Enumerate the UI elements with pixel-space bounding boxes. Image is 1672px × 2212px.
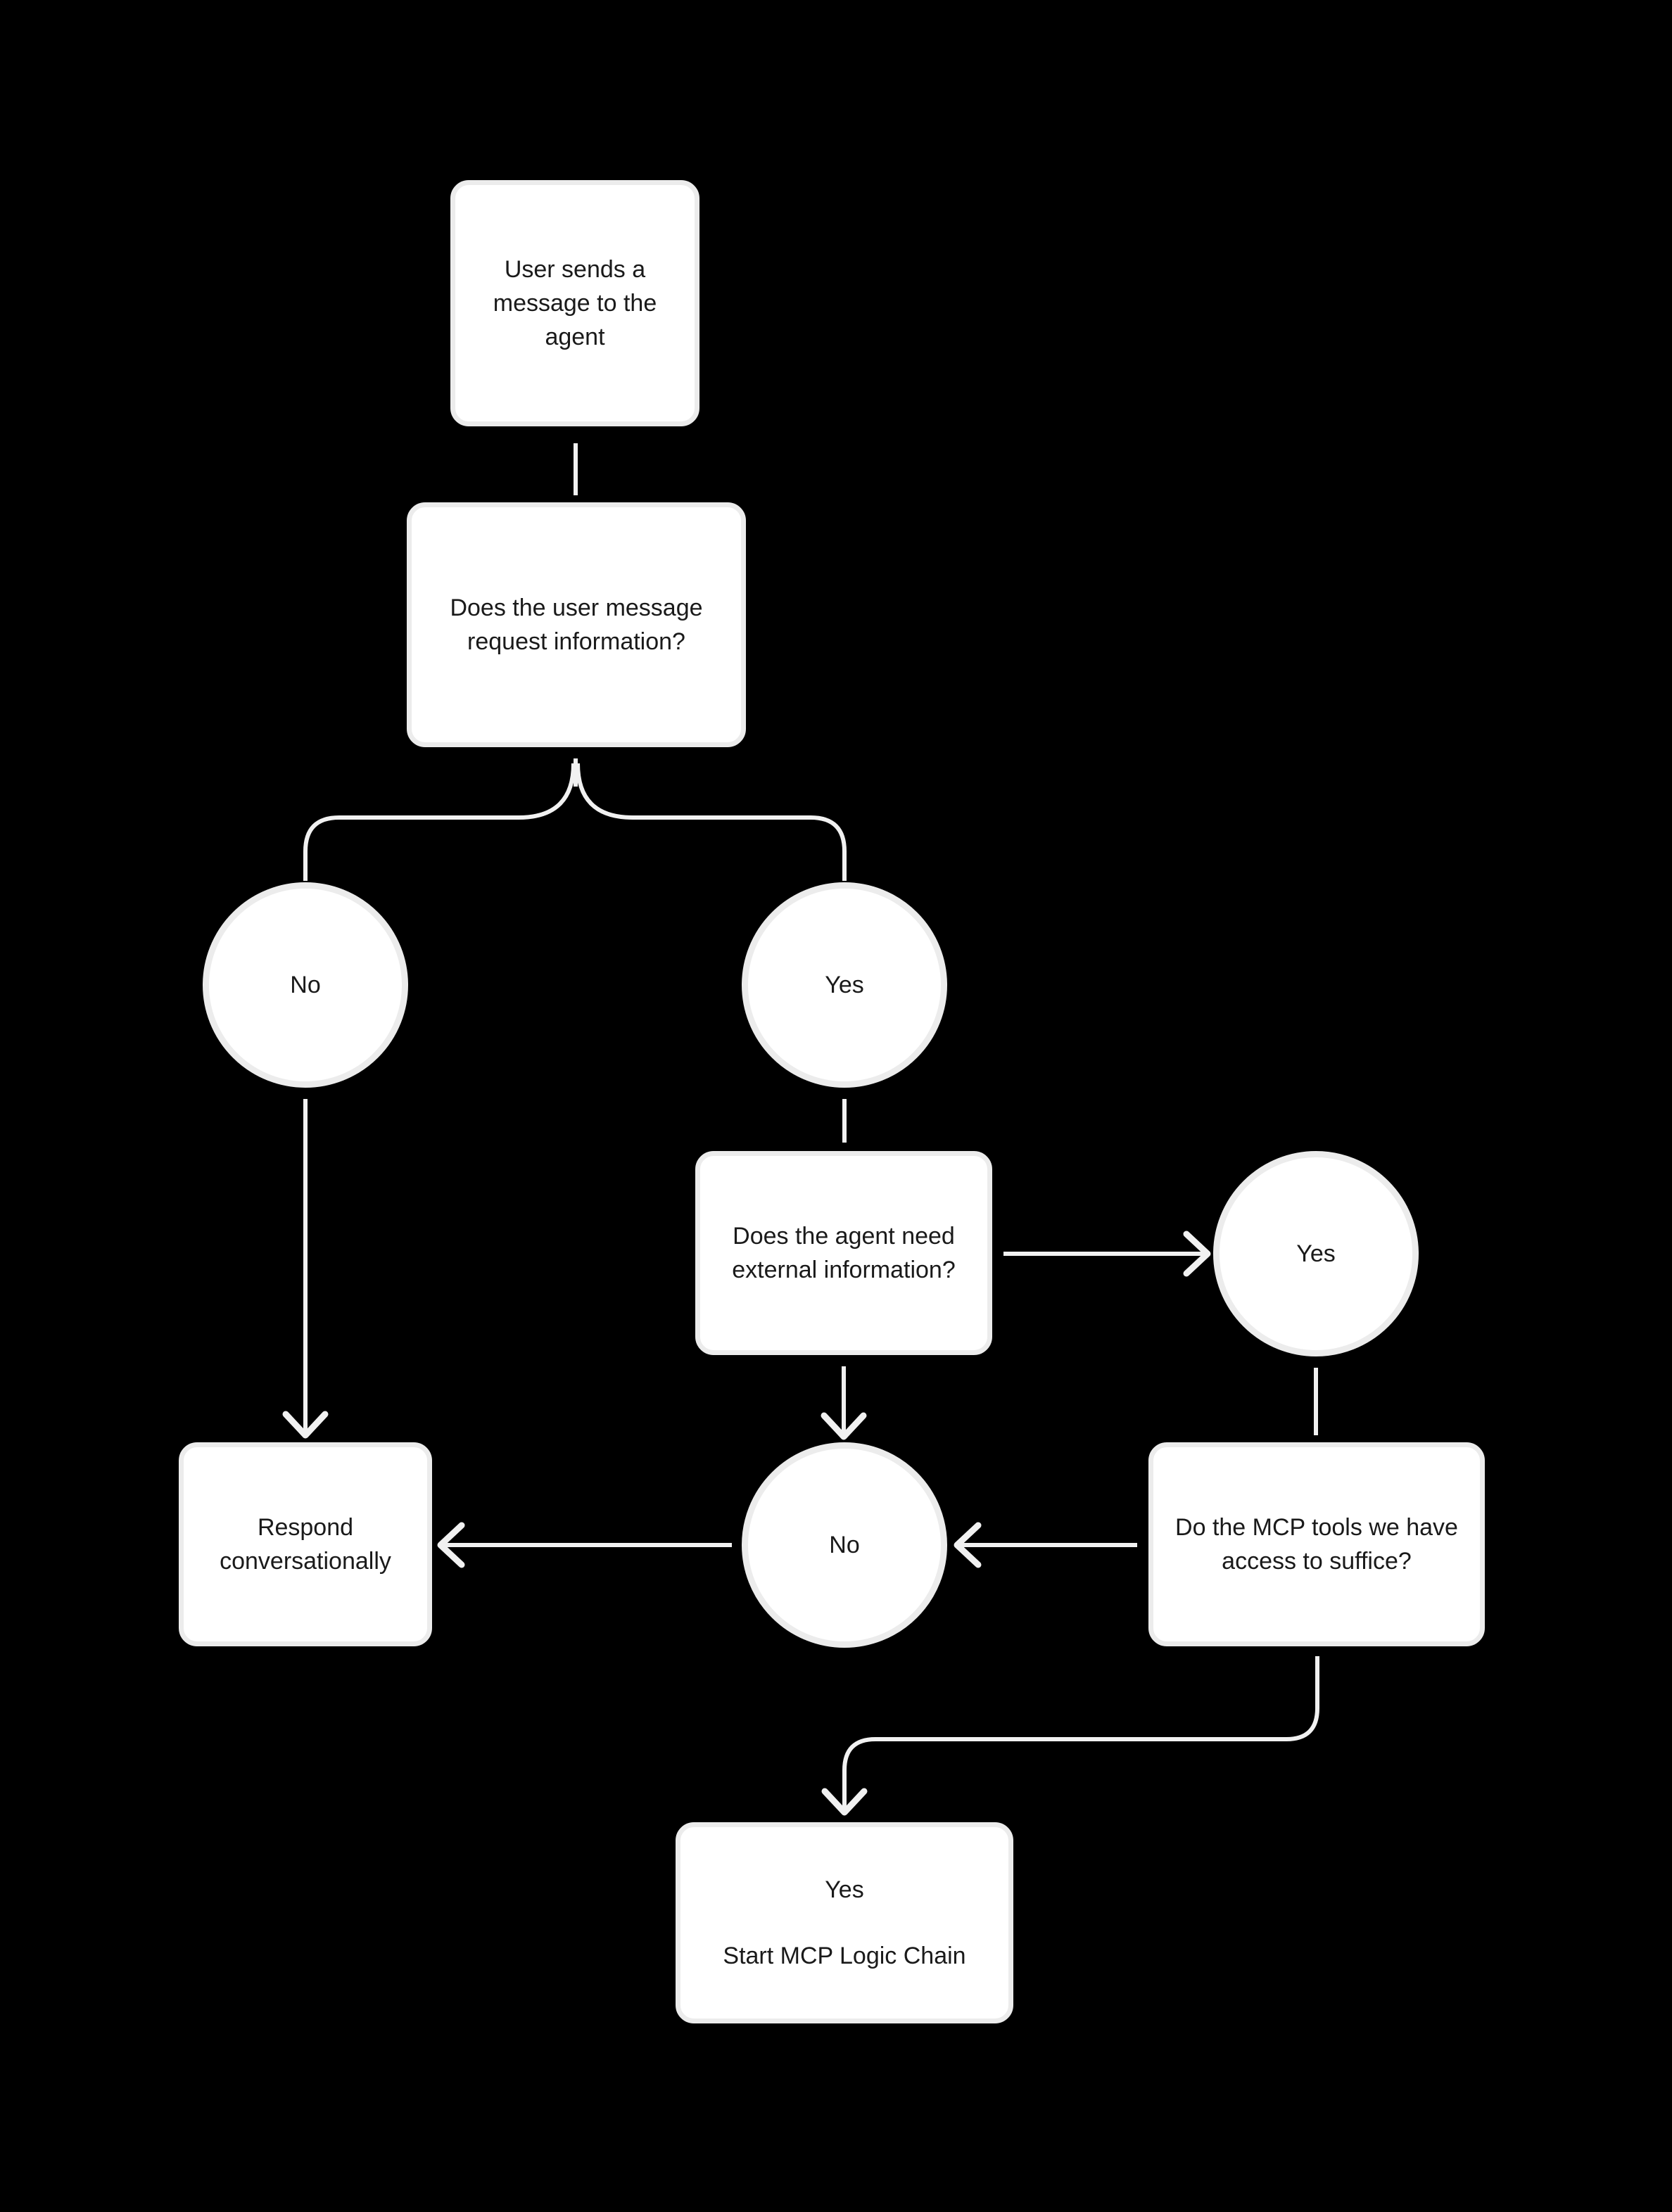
connector-no-to-respond-left <box>437 1522 732 1568</box>
mcp-tools-question-label: Do the MCP tools we have access to suffi… <box>1175 1514 1458 1575</box>
respond-conversationally-node: Respond conversationally <box>179 1442 432 1646</box>
final-yes-label: Yes <box>825 1876 864 1903</box>
external-info-yes-label: Yes <box>1296 1240 1336 1267</box>
request-info-yes-circle: Yes <box>742 882 947 1088</box>
request-info-no-label: No <box>290 972 321 998</box>
request-info-no-circle: No <box>203 882 408 1088</box>
connector-no-to-respond <box>282 1099 329 1439</box>
start-node: User sends a message to the agent <box>450 180 699 426</box>
request-info-yes-label: Yes <box>825 972 864 998</box>
start-mcp-logic-chain-content: Yes Start MCP Logic Chain <box>713 1873 975 1973</box>
external-info-no-label: No <box>829 1532 860 1558</box>
final-start-mcp-label: Start MCP Logic Chain <box>723 1943 966 1969</box>
start-node-label: User sends a message to the agent <box>493 256 657 350</box>
external-info-question-node: Does the agent need external information… <box>695 1151 992 1355</box>
request-info-question-node: Does the user message request informatio… <box>407 502 746 747</box>
external-info-yes-circle: Yes <box>1213 1151 1419 1356</box>
respond-conversationally-label: Respond conversationally <box>220 1514 391 1575</box>
request-info-question-label: Does the user message request informatio… <box>450 595 703 655</box>
connector-mcp-question-to-no <box>954 1522 1137 1568</box>
start-mcp-logic-chain-node: Yes Start MCP Logic Chain <box>676 1822 1013 2023</box>
connector-external-question-to-yes <box>1003 1231 1211 1277</box>
connector-mcp-question-to-final <box>821 1656 1319 1816</box>
connector-external-question-to-no <box>821 1366 867 1440</box>
mcp-tools-question-node: Do the MCP tools we have access to suffi… <box>1148 1442 1485 1646</box>
external-info-question-label: Does the agent need external information… <box>732 1223 956 1283</box>
external-info-no-circle: No <box>742 1442 947 1648</box>
connector-request-question-split <box>303 758 847 881</box>
